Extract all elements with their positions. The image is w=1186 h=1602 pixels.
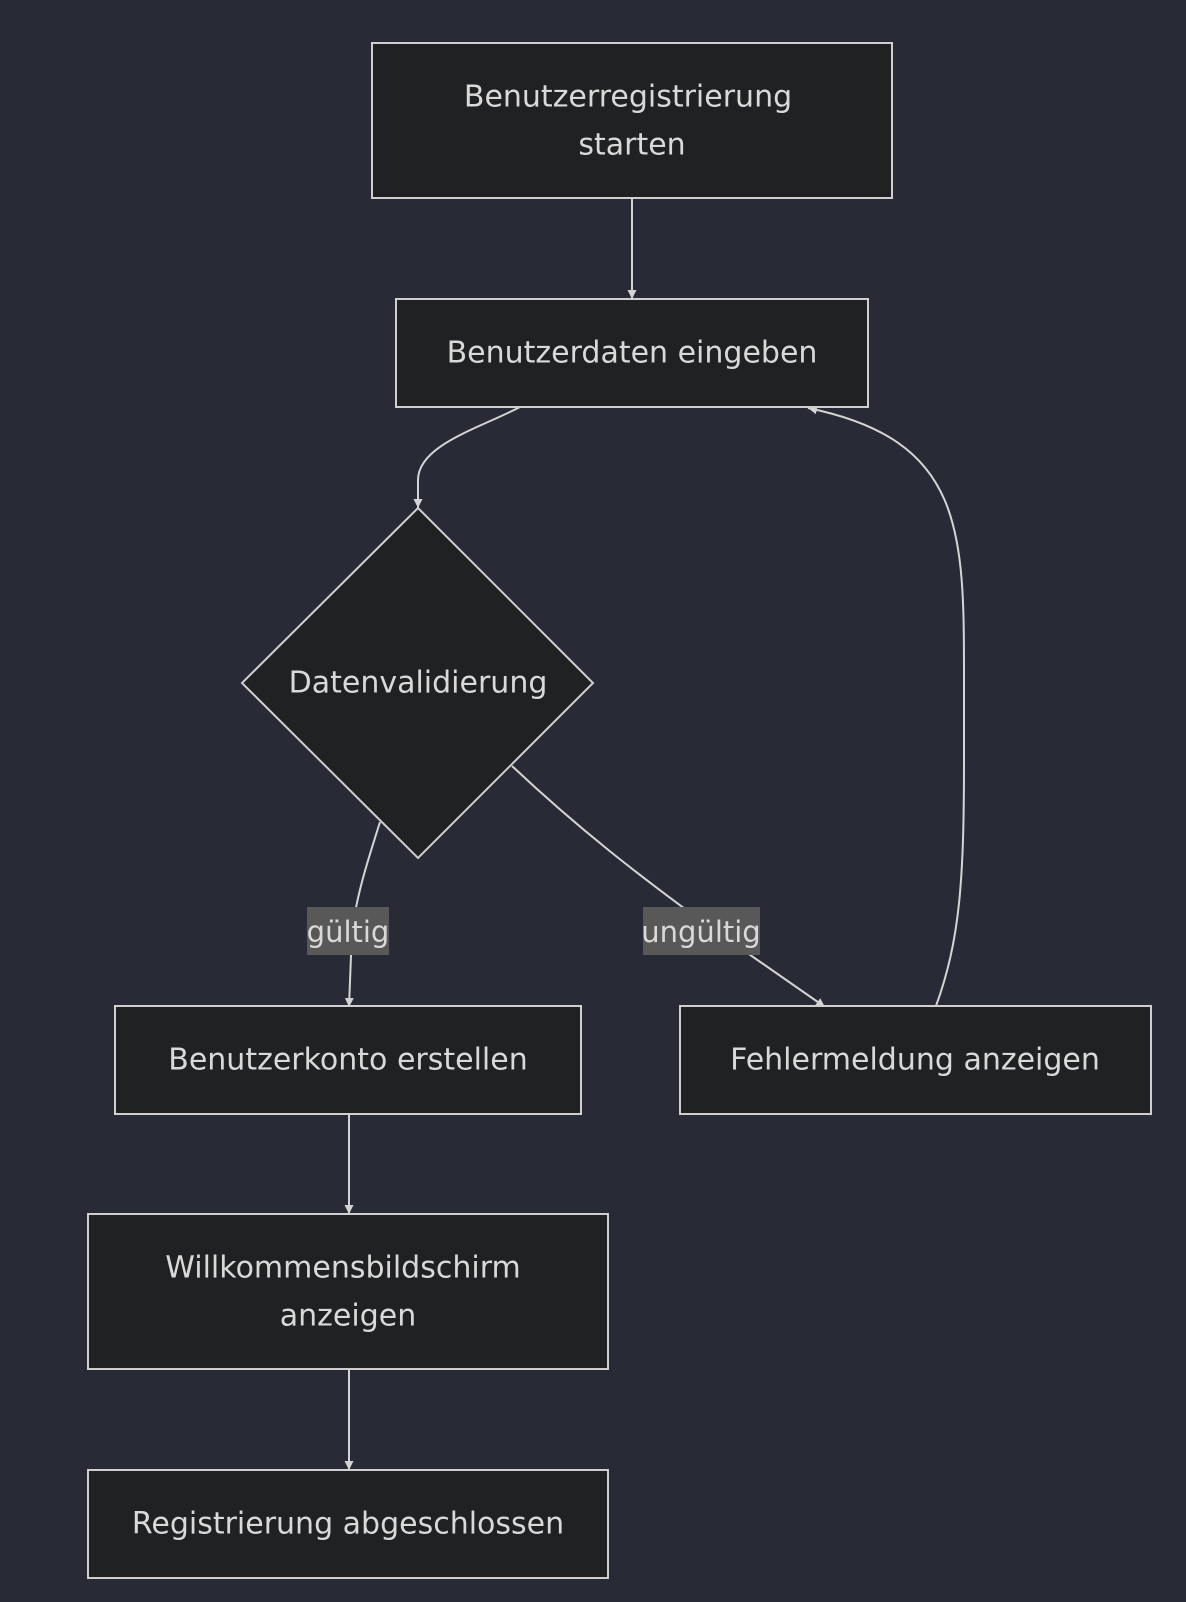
edge-label-valid: gültig [307, 907, 390, 955]
node-enter-user-data: Benutzerdaten eingeben [395, 298, 869, 408]
node-start-label-line2: starten [578, 128, 685, 163]
node-welcome-label-line1: Willkommensbildschirm [165, 1251, 520, 1286]
edge-label-valid-text: gültig [307, 915, 390, 949]
edge-input-to-validate [413, 406, 521, 508]
node-start-registration: Benutzerregistrierung starten [371, 42, 893, 199]
node-show-welcome-screen: Willkommensbildschirm anzeigen [87, 1213, 609, 1370]
node-create-account: Benutzerkonto erstellen [114, 1005, 582, 1115]
node-error-label: Fehlermeldung anzeigen [730, 1043, 1100, 1078]
edge-label-invalid-text: ungültig [641, 915, 760, 949]
node-start-label-line1: Benutzerregistrierung [464, 80, 792, 115]
node-validate-label: Datenvalidierung [289, 666, 548, 701]
edge-validate-to-error [511, 765, 826, 1008]
node-create-label: Benutzerkonto erstellen [168, 1043, 527, 1078]
edge-label-invalid: ungültig [641, 907, 761, 955]
node-welcome-label-line2: anzeigen [280, 1299, 416, 1334]
node-done-label: Registrierung abgeschlossen [132, 1507, 564, 1542]
node-input-label: Benutzerdaten eingeben [447, 336, 818, 371]
node-data-validation: Datenvalidierung [240, 506, 595, 860]
node-show-error: Fehlermeldung anzeigen [679, 1005, 1152, 1115]
node-registration-complete: Registrierung abgeschlossen [87, 1469, 609, 1579]
edge-error-to-input [807, 405, 965, 1007]
